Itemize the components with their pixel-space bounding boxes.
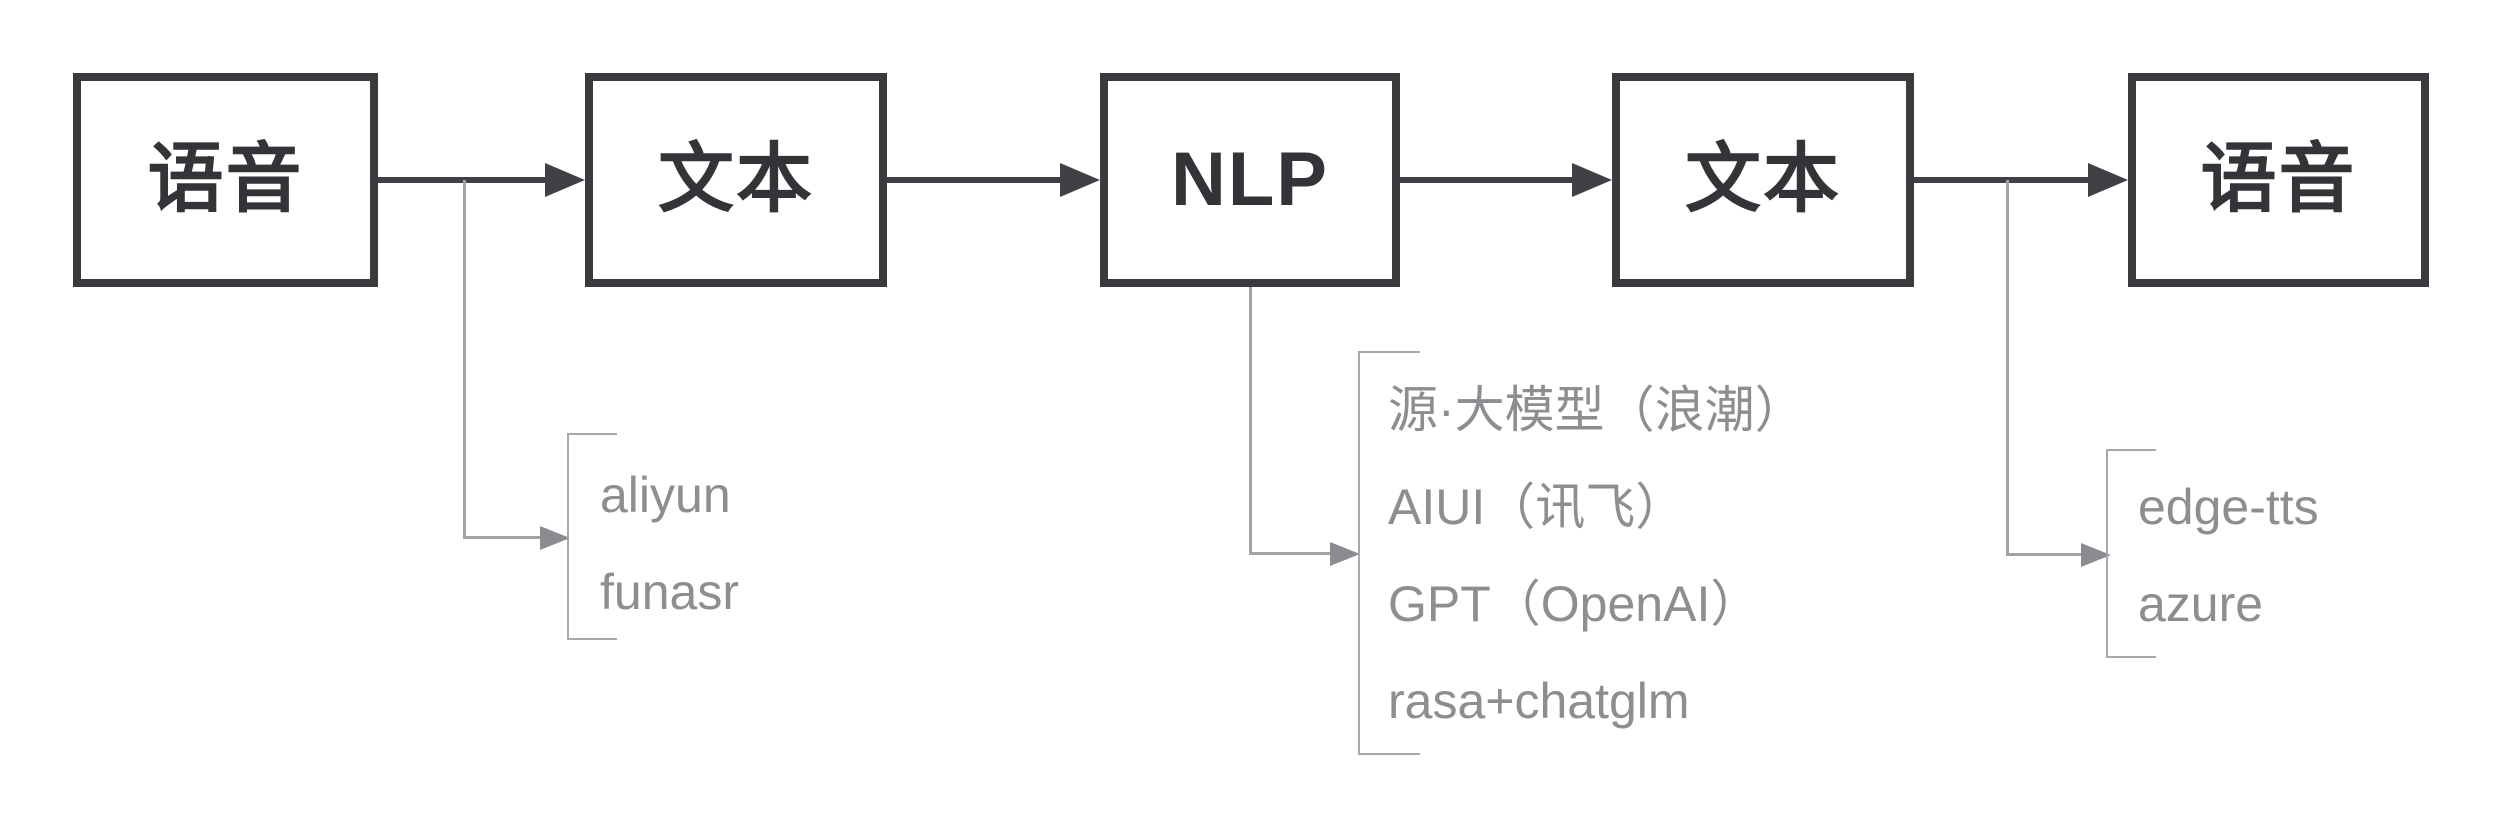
arrowhead-right-icon — [1060, 163, 1100, 197]
annotation-item-aliyun: aliyun — [600, 467, 731, 523]
connector-horizontal-line — [2006, 553, 2082, 556]
node-voice-input: 语音 — [73, 73, 378, 287]
annotation-group-asr: aliyun funasr — [600, 460, 739, 627]
bracket-asr — [567, 433, 617, 640]
node-voice-input-label: 语音 — [147, 137, 304, 222]
connector-horizontal-line — [463, 536, 541, 539]
arrow-line — [378, 177, 547, 183]
arrowhead-right-icon — [540, 526, 570, 550]
annotation-item-rasa-chatglm: rasa+chatglm — [1388, 673, 1690, 729]
arrow-line — [887, 177, 1062, 183]
node-text-response-label: 文本 — [1685, 137, 1841, 222]
node-voice-output-label: 语音 — [2200, 137, 2357, 222]
annotation-group-tts: edge-tts azure — [2138, 472, 2319, 639]
annotation-group-nlp: 源·大模型（浪潮） AIUI（讯飞） GPT（OpenAI） rasa+chat… — [1388, 375, 1805, 736]
connector-vertical-line — [2006, 180, 2009, 556]
annotation-item-edge-tts: edge-tts — [2138, 479, 2319, 535]
node-nlp-label: NLP — [1171, 137, 1329, 222]
annotation-item-azure: azure — [2138, 576, 2264, 632]
arrowhead-right-icon — [1572, 163, 1612, 197]
arrow-line — [1400, 177, 1574, 183]
annotation-item-funasr: funasr — [600, 564, 739, 620]
node-text-asr-label: 文本 — [658, 137, 814, 222]
connector-vertical-line — [1249, 287, 1252, 554]
node-text-response: 文本 — [1612, 73, 1914, 287]
arrowhead-right-icon — [545, 163, 585, 197]
arrow-line — [1914, 177, 2090, 183]
arrowhead-right-icon — [1330, 542, 1360, 566]
node-nlp: NLP — [1100, 73, 1400, 287]
node-text-asr: 文本 — [585, 73, 887, 287]
annotation-item-yuan-model: 源·大模型（浪潮） — [1388, 382, 1805, 438]
arrowhead-right-icon — [2088, 163, 2128, 197]
connector-horizontal-line — [1249, 552, 1331, 555]
annotation-item-gpt: GPT（OpenAI） — [1388, 576, 1761, 632]
node-voice-output: 语音 — [2128, 73, 2429, 287]
connector-vertical-line — [463, 180, 466, 539]
bracket-nlp — [1358, 351, 1420, 755]
annotation-item-aiui: AIUI（讯飞） — [1388, 479, 1686, 535]
bracket-tts — [2106, 449, 2156, 658]
